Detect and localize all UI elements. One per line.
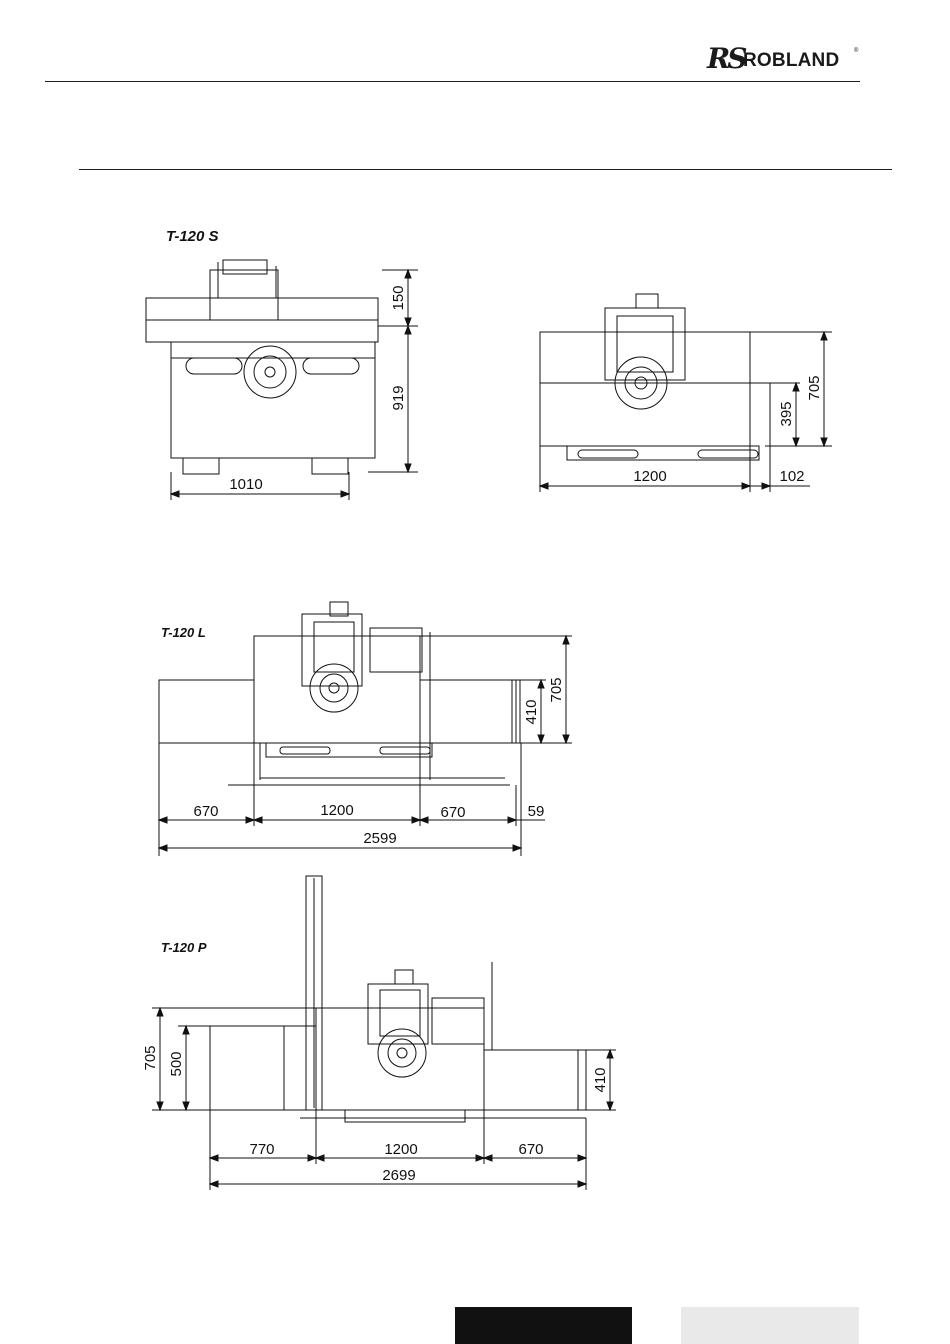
- dim-l-total: 2599: [363, 830, 396, 847]
- dim-s-side-height-total: 705: [806, 375, 823, 400]
- dim-p-center: 1200: [384, 1141, 417, 1158]
- footer-dark-bar: [455, 1307, 632, 1344]
- dim-p-total: 2699: [382, 1167, 415, 1184]
- dim-l-height-table: 410: [523, 699, 540, 724]
- dim-p-right: 670: [518, 1141, 543, 1158]
- dim-l-left: 670: [193, 803, 218, 820]
- dim-p-height-table: 410: [592, 1067, 609, 1092]
- dim-s-side-width: 1200: [633, 468, 666, 485]
- t120s-front-view: [146, 260, 418, 500]
- dim-s-height-body: 919: [390, 385, 407, 410]
- t120s-side-view: [540, 294, 832, 492]
- dim-s-width: 1010: [229, 476, 262, 493]
- dim-s-height-top: 150: [390, 285, 407, 310]
- dim-l-center: 1200: [320, 802, 353, 819]
- dim-s-side-offset: 102: [779, 468, 804, 485]
- dim-l-end: 59: [528, 803, 545, 820]
- dim-p-left: 770: [249, 1141, 274, 1158]
- dim-l-height-total: 705: [548, 677, 565, 702]
- dim-p-height-carriage: 500: [168, 1051, 185, 1076]
- t120l-view: [159, 602, 572, 856]
- dim-s-side-height-table: 395: [778, 401, 795, 426]
- dim-p-height-total: 705: [142, 1045, 159, 1070]
- dim-l-right: 670: [440, 804, 465, 821]
- footer-light-bar: [681, 1307, 859, 1344]
